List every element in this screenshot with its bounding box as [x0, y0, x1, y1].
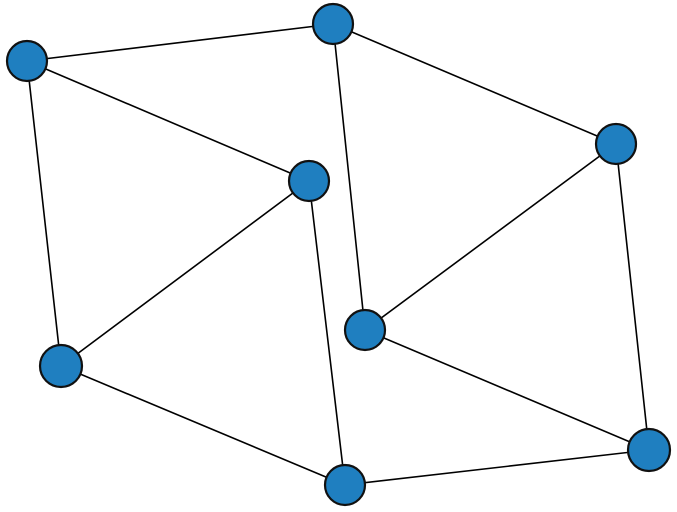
- graph-node-circle[interactable]: [594, 122, 638, 166]
- graph-edge: [26, 60, 62, 367]
- graph-edge: [615, 143, 650, 451]
- graph-node[interactable]: [5, 39, 49, 83]
- graph-edge: [364, 329, 650, 451]
- graph-node-circle[interactable]: [343, 308, 387, 352]
- graph-edge: [332, 23, 366, 331]
- graph-node[interactable]: [594, 122, 638, 166]
- graph-node[interactable]: [38, 343, 84, 389]
- graph-node-circle[interactable]: [626, 427, 672, 473]
- graph-node-circle[interactable]: [287, 159, 331, 203]
- graph-node[interactable]: [343, 308, 387, 352]
- graph-edge: [26, 23, 334, 62]
- graph-node[interactable]: [311, 2, 355, 46]
- graph-edge: [60, 365, 346, 486]
- graph-node-circle[interactable]: [323, 463, 367, 507]
- graph-edge: [26, 60, 310, 182]
- graph-edge: [60, 180, 310, 367]
- graph-node[interactable]: [626, 427, 672, 473]
- edge-layer: [26, 23, 650, 486]
- graph-edge: [344, 449, 650, 486]
- graph-edge: [364, 143, 617, 331]
- graph-node-circle[interactable]: [38, 343, 84, 389]
- graph-node[interactable]: [323, 463, 367, 507]
- graph-node[interactable]: [287, 159, 331, 203]
- graph-node-circle[interactable]: [5, 39, 49, 83]
- graph-edge: [332, 23, 617, 145]
- graph-node-circle[interactable]: [311, 2, 355, 46]
- node-layer: [5, 2, 672, 507]
- graph-edge: [308, 180, 346, 486]
